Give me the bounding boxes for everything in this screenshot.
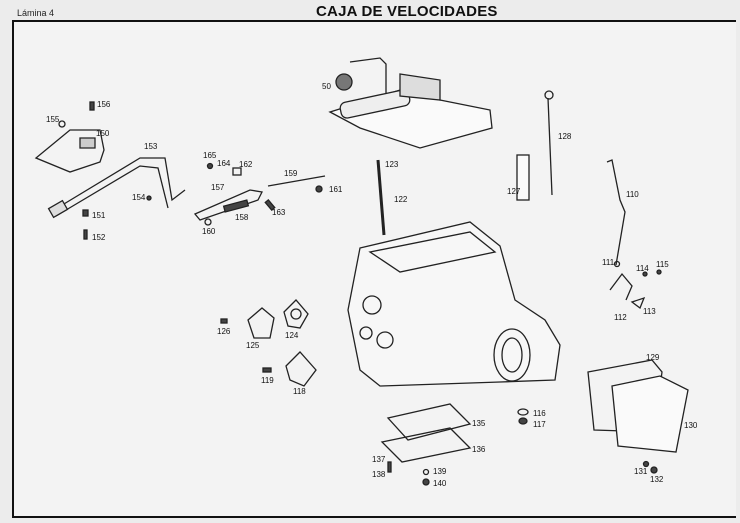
part-label: 140 bbox=[433, 479, 447, 488]
part-label: 132 bbox=[650, 475, 664, 484]
linkage-part-157 bbox=[193, 175, 326, 226]
part-label: 110 bbox=[626, 190, 639, 199]
part-label: 138 bbox=[372, 470, 386, 479]
part-label: 116 bbox=[533, 409, 546, 418]
side-cover-part-130 bbox=[587, 359, 689, 453]
part-label: 50 bbox=[322, 82, 331, 91]
part-label: 163 bbox=[272, 208, 286, 217]
part-label: 157 bbox=[211, 183, 225, 192]
part-label: 112 bbox=[614, 313, 627, 322]
part-label: 122 bbox=[394, 195, 408, 204]
part-label: 162 bbox=[239, 160, 253, 169]
part-label: 161 bbox=[329, 185, 343, 194]
part-label: 118 bbox=[293, 387, 306, 396]
part-label: 158 bbox=[235, 213, 249, 222]
part-label: 164 bbox=[217, 159, 231, 168]
dipstick-part-128 bbox=[516, 90, 554, 201]
part-label: 130 bbox=[684, 421, 698, 430]
part-label: 114 bbox=[636, 264, 649, 273]
part-label: 136 bbox=[472, 445, 486, 454]
part-label: 150 bbox=[96, 129, 110, 138]
part-label: 159 bbox=[284, 169, 298, 178]
clutch-pedal-part-153 bbox=[47, 157, 186, 219]
part-label: 113 bbox=[643, 307, 656, 316]
part-label: 160 bbox=[202, 227, 216, 236]
part-label: 135 bbox=[472, 419, 486, 428]
part-label: 128 bbox=[558, 132, 572, 141]
part-label: 165 bbox=[203, 151, 217, 160]
plate-number: Lámina 4 bbox=[17, 8, 55, 18]
fasteners bbox=[58, 101, 662, 486]
part-label: 131 bbox=[634, 467, 648, 476]
shaft-part-122 bbox=[376, 159, 386, 236]
part-label: 151 bbox=[92, 211, 106, 220]
part-label: 126 bbox=[217, 327, 231, 336]
side-covers bbox=[247, 299, 317, 387]
part-label: 137 bbox=[372, 455, 386, 464]
part-label: 123 bbox=[385, 160, 399, 169]
oil-pan-part-135 bbox=[380, 403, 472, 463]
part-label: 127 bbox=[507, 187, 521, 196]
page-title: CAJA DE VELOCIDADES bbox=[316, 3, 498, 20]
part-label: 153 bbox=[144, 142, 158, 151]
gearbox-housing bbox=[347, 221, 561, 387]
part-label: 154 bbox=[132, 193, 146, 202]
part-label: 139 bbox=[433, 467, 447, 476]
shift-fork-part-110 bbox=[606, 159, 633, 301]
part-label: 111 bbox=[602, 258, 615, 267]
gear-shift-cover-part-50 bbox=[328, 57, 493, 149]
part-label: 117 bbox=[533, 420, 546, 429]
part-label: 119 bbox=[261, 376, 274, 385]
part-label: 124 bbox=[285, 331, 299, 340]
part-label: 129 bbox=[646, 353, 660, 362]
part-label: 152 bbox=[92, 233, 106, 242]
part-label: 155 bbox=[46, 115, 60, 124]
pedal-bracket-part-150 bbox=[34, 129, 105, 173]
part-label: 125 bbox=[246, 341, 260, 350]
part-label: 156 bbox=[97, 100, 111, 109]
part-label: 115 bbox=[656, 260, 669, 269]
